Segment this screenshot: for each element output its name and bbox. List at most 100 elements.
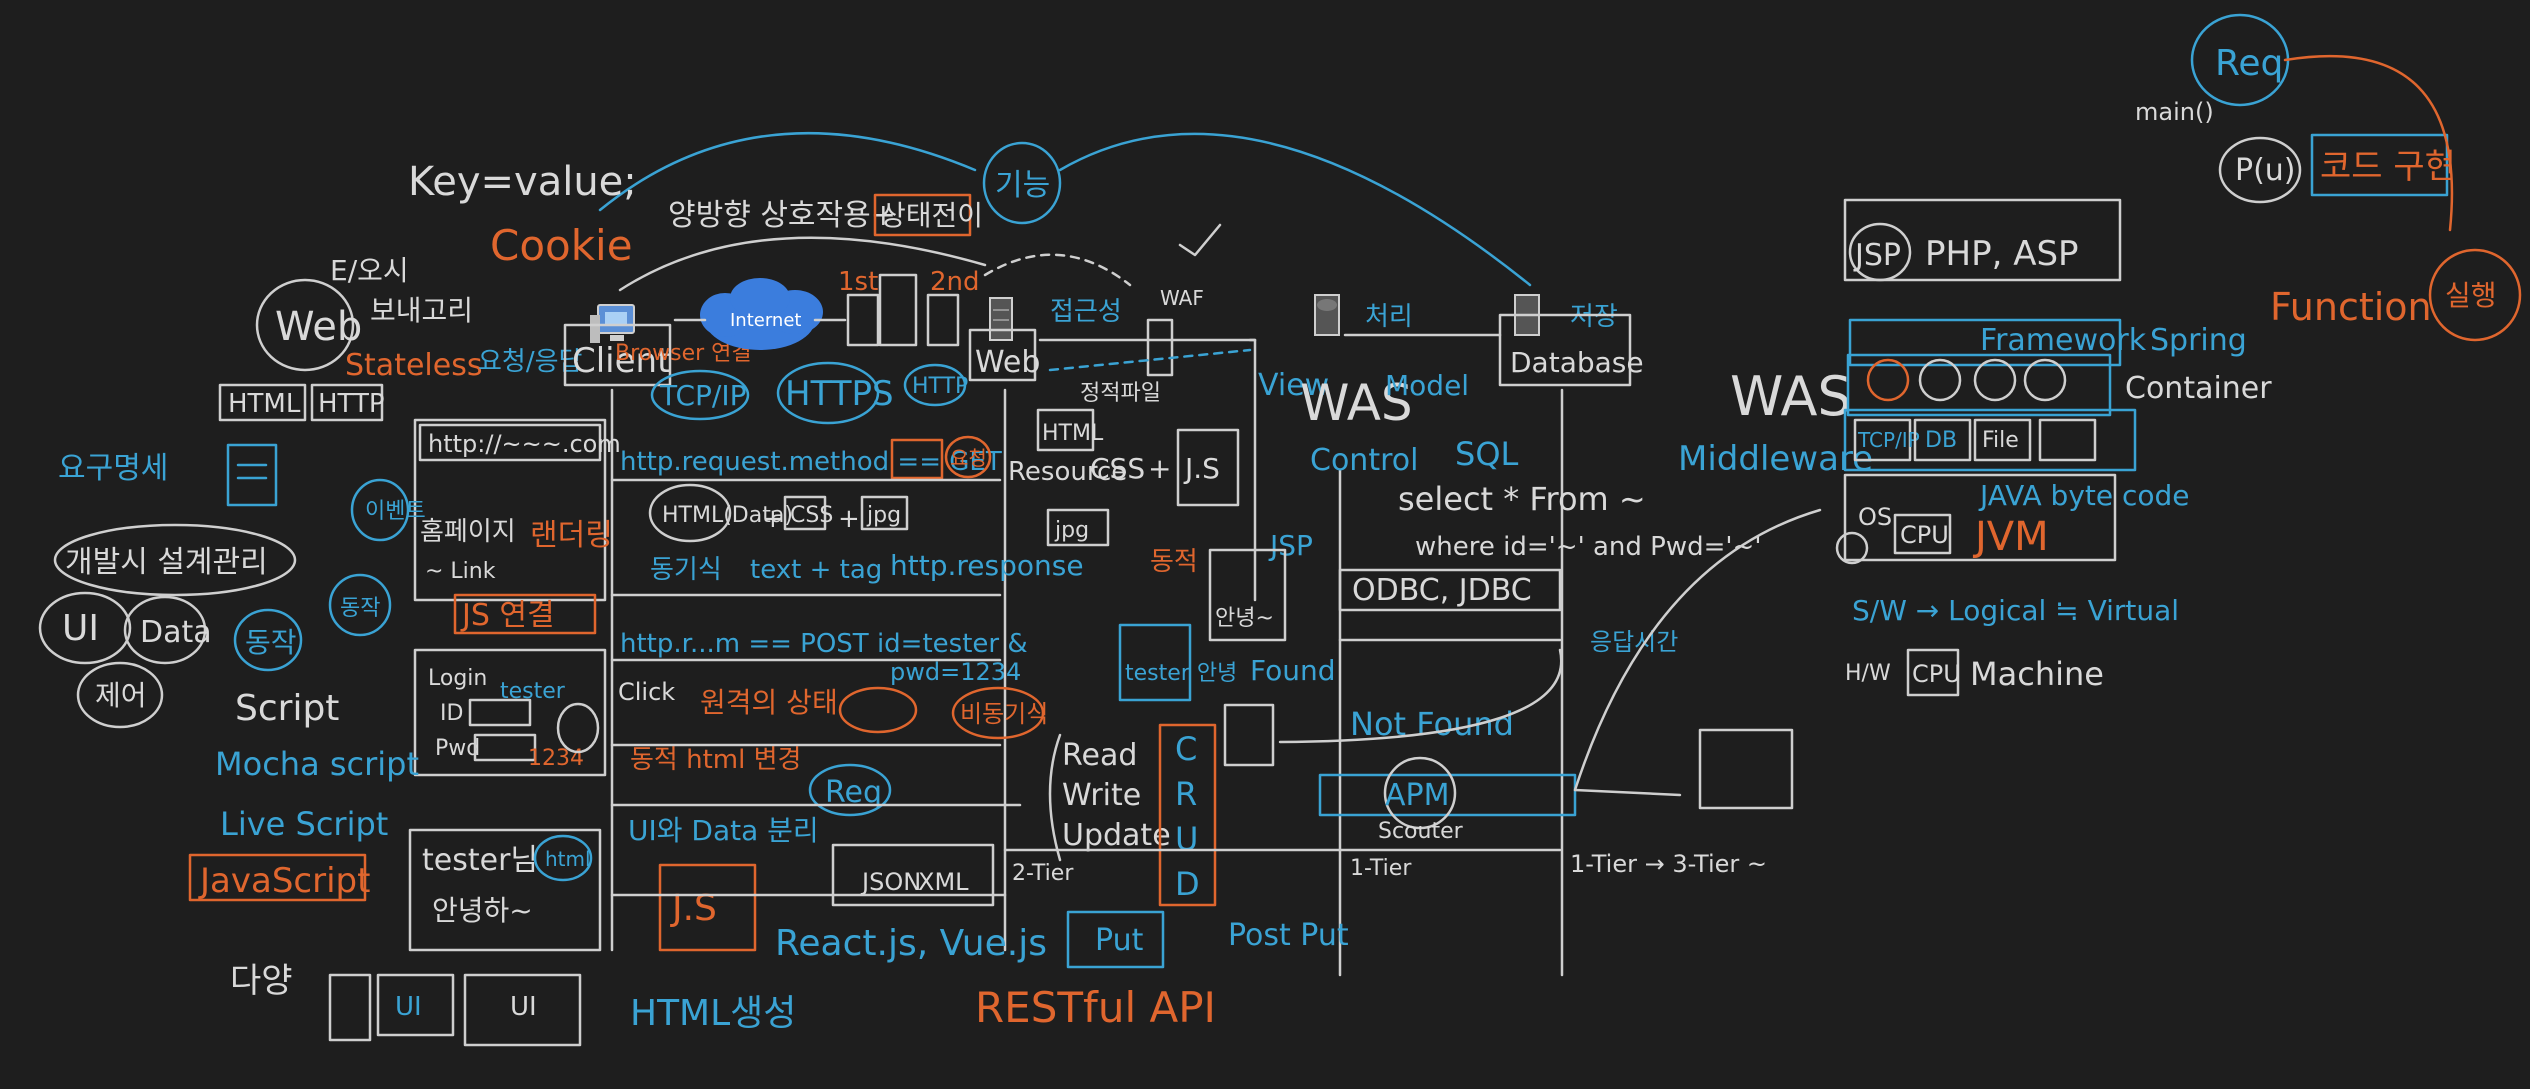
request-get-text: http.request.method == GET [620, 447, 1002, 477]
main-text: main() [2135, 98, 2214, 126]
resource-text: Resource [1008, 457, 1127, 487]
login-text: Login [428, 666, 487, 691]
xml-text: XML [918, 868, 969, 896]
page-title-text: 홈페이지 [420, 517, 516, 547]
https-text: HTTPS [785, 374, 894, 414]
url-bar [418, 423, 602, 462]
motion-circle [233, 608, 303, 672]
web-server-icon [989, 297, 1013, 341]
orange-arc [2283, 54, 2454, 232]
more-box [2038, 418, 2097, 462]
live-script-text: Live Script [220, 805, 388, 843]
jpg-file-text: jpg [1054, 518, 1089, 543]
tcpip-right-text: TCP/IP [1857, 428, 1920, 452]
put-text: Put [1095, 923, 1144, 958]
http-small-text: HTTP [912, 374, 968, 399]
was-server-icon [1314, 294, 1340, 336]
not-found-box [1223, 703, 1275, 767]
tcpip-ellipse [650, 369, 750, 421]
hw-text: H/W [1845, 661, 1891, 686]
plus-1: + [762, 504, 784, 534]
welcome-text: tester님 [422, 843, 538, 878]
key-value-text: Key=value; [408, 159, 637, 205]
web-text: Web [975, 345, 1040, 380]
plus-2: + [838, 504, 860, 534]
run-circle [2428, 248, 2522, 342]
read-text: Read [1062, 738, 1137, 773]
ui-note-text: 동작 [340, 596, 380, 621]
post-text: http.r...m == POST id=tester & [620, 629, 1028, 659]
jpg-box [860, 495, 909, 531]
cookie-text: Cookie [490, 221, 633, 270]
url-text: http://~~~.com [428, 430, 621, 458]
monitor-box [1698, 728, 1794, 810]
arc-response [618, 236, 987, 292]
pwd-value-text: 1234 [528, 746, 584, 771]
sql-text: SQL [1455, 435, 1519, 473]
cpu2-text: CPU [1912, 660, 1961, 688]
ui3-text: UI [510, 992, 537, 1022]
pwd-field [473, 733, 537, 762]
device-3 [463, 973, 582, 1047]
html-render-text: HTML생성 [630, 993, 796, 1034]
two-tier-text: 2-Tier [1012, 861, 1074, 886]
thread-circle-4 [2023, 358, 2067, 402]
async-ellipse [838, 686, 918, 734]
web-box [968, 328, 1037, 382]
ui-circle [38, 591, 132, 665]
thread-circle-3 [1973, 358, 2017, 402]
file-box [1973, 418, 2032, 462]
machine-text: Machine [1970, 655, 2104, 693]
was-vline [1248, 338, 1257, 602]
js-file-text: J.S [1183, 452, 1220, 485]
where-text: where id='~' and Pwd='~' [1415, 532, 1761, 562]
restful-text: RESTful API [975, 983, 1216, 1032]
pwd-label: Pwd [435, 736, 480, 761]
waf-box [1146, 318, 1174, 377]
mocha-text: Mocha script [215, 745, 419, 783]
react-text: React.js, Vue.js [775, 923, 1047, 964]
crud-d: D [1175, 865, 1200, 903]
crud-box [1158, 723, 1217, 907]
state-transition-box [873, 193, 972, 237]
javascript-text: JavaScript [198, 861, 370, 901]
second-text: 2nd [930, 267, 980, 297]
login-window [413, 648, 607, 777]
web-big-text: Web [275, 304, 362, 350]
html-tag-text: html [545, 847, 591, 871]
http-ellipse [903, 363, 967, 407]
code-logic-box [2310, 133, 2449, 197]
sync-label: 동기식 [650, 555, 722, 585]
javascript-box [188, 853, 367, 902]
sw-line-text: S/W → Logical ≒ Virtual [1852, 594, 2179, 627]
device-1 [328, 973, 372, 1042]
bidirectional-text: 양방향 상호작용+ [668, 198, 896, 233]
jvm-box [1843, 473, 2117, 562]
spring-text: Spring [2150, 323, 2247, 358]
hello-2-text: 안녕~ [1215, 606, 1274, 631]
firewall-3 [926, 293, 960, 347]
web-style-text: E/오시 [330, 254, 409, 287]
tcpip-box [1853, 418, 1912, 462]
model-text: Model [1385, 369, 1469, 402]
html-data-text: HTML(Data) [662, 503, 793, 528]
jsp-text-right: JSP [1853, 238, 1901, 273]
client-text: Client [572, 341, 670, 381]
submit-circle [556, 702, 600, 754]
right-req-text: Req [2215, 43, 2283, 84]
database-box [1498, 313, 1632, 387]
database-text: Database [1510, 346, 1644, 379]
pwd-flow-text: pwd=1234 [890, 658, 1021, 686]
browser-connect-text: Browser 연결 [615, 341, 752, 366]
framework-box [1848, 318, 2122, 367]
php-text: PHP, ASP [1925, 234, 2079, 274]
stateless-note-text: 요청/응답 [478, 347, 582, 377]
data-text: Data [140, 615, 212, 650]
id-label: ID [440, 701, 463, 726]
js-file [1176, 428, 1240, 507]
internet-label: Internet [730, 310, 801, 331]
control-circle [76, 661, 164, 729]
browser-window-1 [413, 418, 607, 602]
dynamic-text: 동적 [1150, 547, 1198, 577]
framework-text: Framework [1980, 323, 2147, 358]
